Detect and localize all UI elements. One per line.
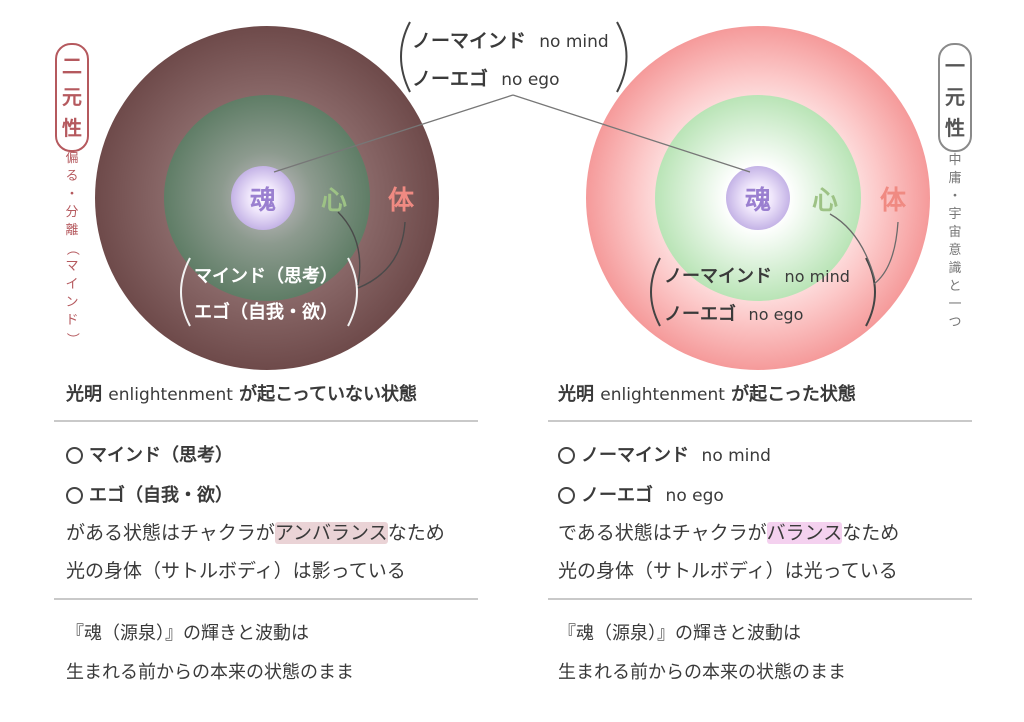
right-item-noego: ノーエゴ no ego (558, 481, 724, 507)
left-karada-callout (357, 221, 406, 289)
left-soul-circle (231, 166, 295, 230)
left-inner-paren-right (347, 257, 358, 327)
right-kokoro-callout (829, 213, 876, 281)
right-badge: 一 元 性 (938, 43, 972, 152)
left-badge: 二 元 性 (55, 43, 89, 152)
left-foot-line2: 生まれる前からの本来の状態のまま (66, 662, 354, 683)
connector-line-right (512, 94, 751, 173)
right-inner-noego-label: ノーエゴ no ego (664, 304, 804, 325)
right-highlight-balance: バランス (766, 522, 843, 544)
center-note-paren-left (400, 21, 411, 93)
left-soul-label: 魂 (250, 186, 277, 216)
right-divider-2 (548, 598, 972, 600)
right-inner-nomind-label: ノーマインド no mind (664, 266, 850, 287)
left-desc-line2: 光の身体（サトルボディ）は影っている (66, 560, 406, 582)
right-karada-callout (873, 221, 899, 285)
left-desc-line1: がある状態はチャクラがアンバランスなため (66, 522, 445, 544)
right-heading: 光明 enlightenment が起こった状態 (558, 384, 856, 405)
right-desc-line1: である状態はチャクラがバランスなため (558, 522, 900, 544)
circle-outline-icon (558, 487, 575, 504)
center-note-line2: ノーエゴ no ego (412, 68, 560, 90)
left-highlight-imbalance: アンバランス (274, 522, 388, 544)
right-body-label: 体 (880, 186, 907, 216)
right-divider-1 (548, 420, 972, 422)
left-item-mind: マインド（思考） (66, 441, 233, 467)
right-inner-paren-left (650, 257, 661, 327)
left-divider-1 (54, 420, 478, 422)
left-inner-ego-label: エゴ（自我・欲） (194, 302, 338, 323)
circle-outline-icon (558, 447, 575, 464)
right-desc-line2: 光の身体（サトルボディ）は光っている (558, 560, 898, 582)
left-mind-label: 心 (321, 186, 348, 216)
right-soul-circle (726, 166, 790, 230)
circle-outline-icon (66, 447, 83, 464)
left-vertical-caption: 偏 る ・ 分 離 （ マ イ ン ド ） (64, 151, 80, 346)
left-kokoro-callout (337, 211, 361, 286)
left-inner-mind-label: マインド（思考） (194, 266, 338, 287)
right-mind-label: 心 (812, 186, 839, 216)
left-inner-paren-left (180, 257, 191, 327)
left-item-ego: エゴ（自我・欲） (66, 481, 233, 507)
connector-line-left (273, 94, 514, 173)
right-foot-line1: 『魂（源泉）』の輝きと波動は (558, 623, 801, 644)
center-note-line1: ノーマインド no mind (412, 30, 609, 52)
center-note-paren-right (616, 21, 628, 93)
left-foot-line1: 『魂（源泉）』の輝きと波動は (66, 623, 309, 644)
right-vertical-caption: 中 庸 ・ 宇 宙 意 識 と 一 つ (948, 153, 962, 330)
right-soul-label: 魂 (745, 186, 772, 216)
circle-outline-icon (66, 487, 83, 504)
right-inner-paren-right (865, 257, 876, 327)
left-body-label: 体 (388, 186, 415, 216)
left-heading: 光明 enlightenment が起こっていない状態 (66, 384, 418, 405)
right-item-nomind: ノーマインド no mind (558, 441, 771, 467)
right-foot-line2: 生まれる前からの本来の状態のまま (558, 662, 846, 683)
left-divider-2 (54, 598, 478, 600)
